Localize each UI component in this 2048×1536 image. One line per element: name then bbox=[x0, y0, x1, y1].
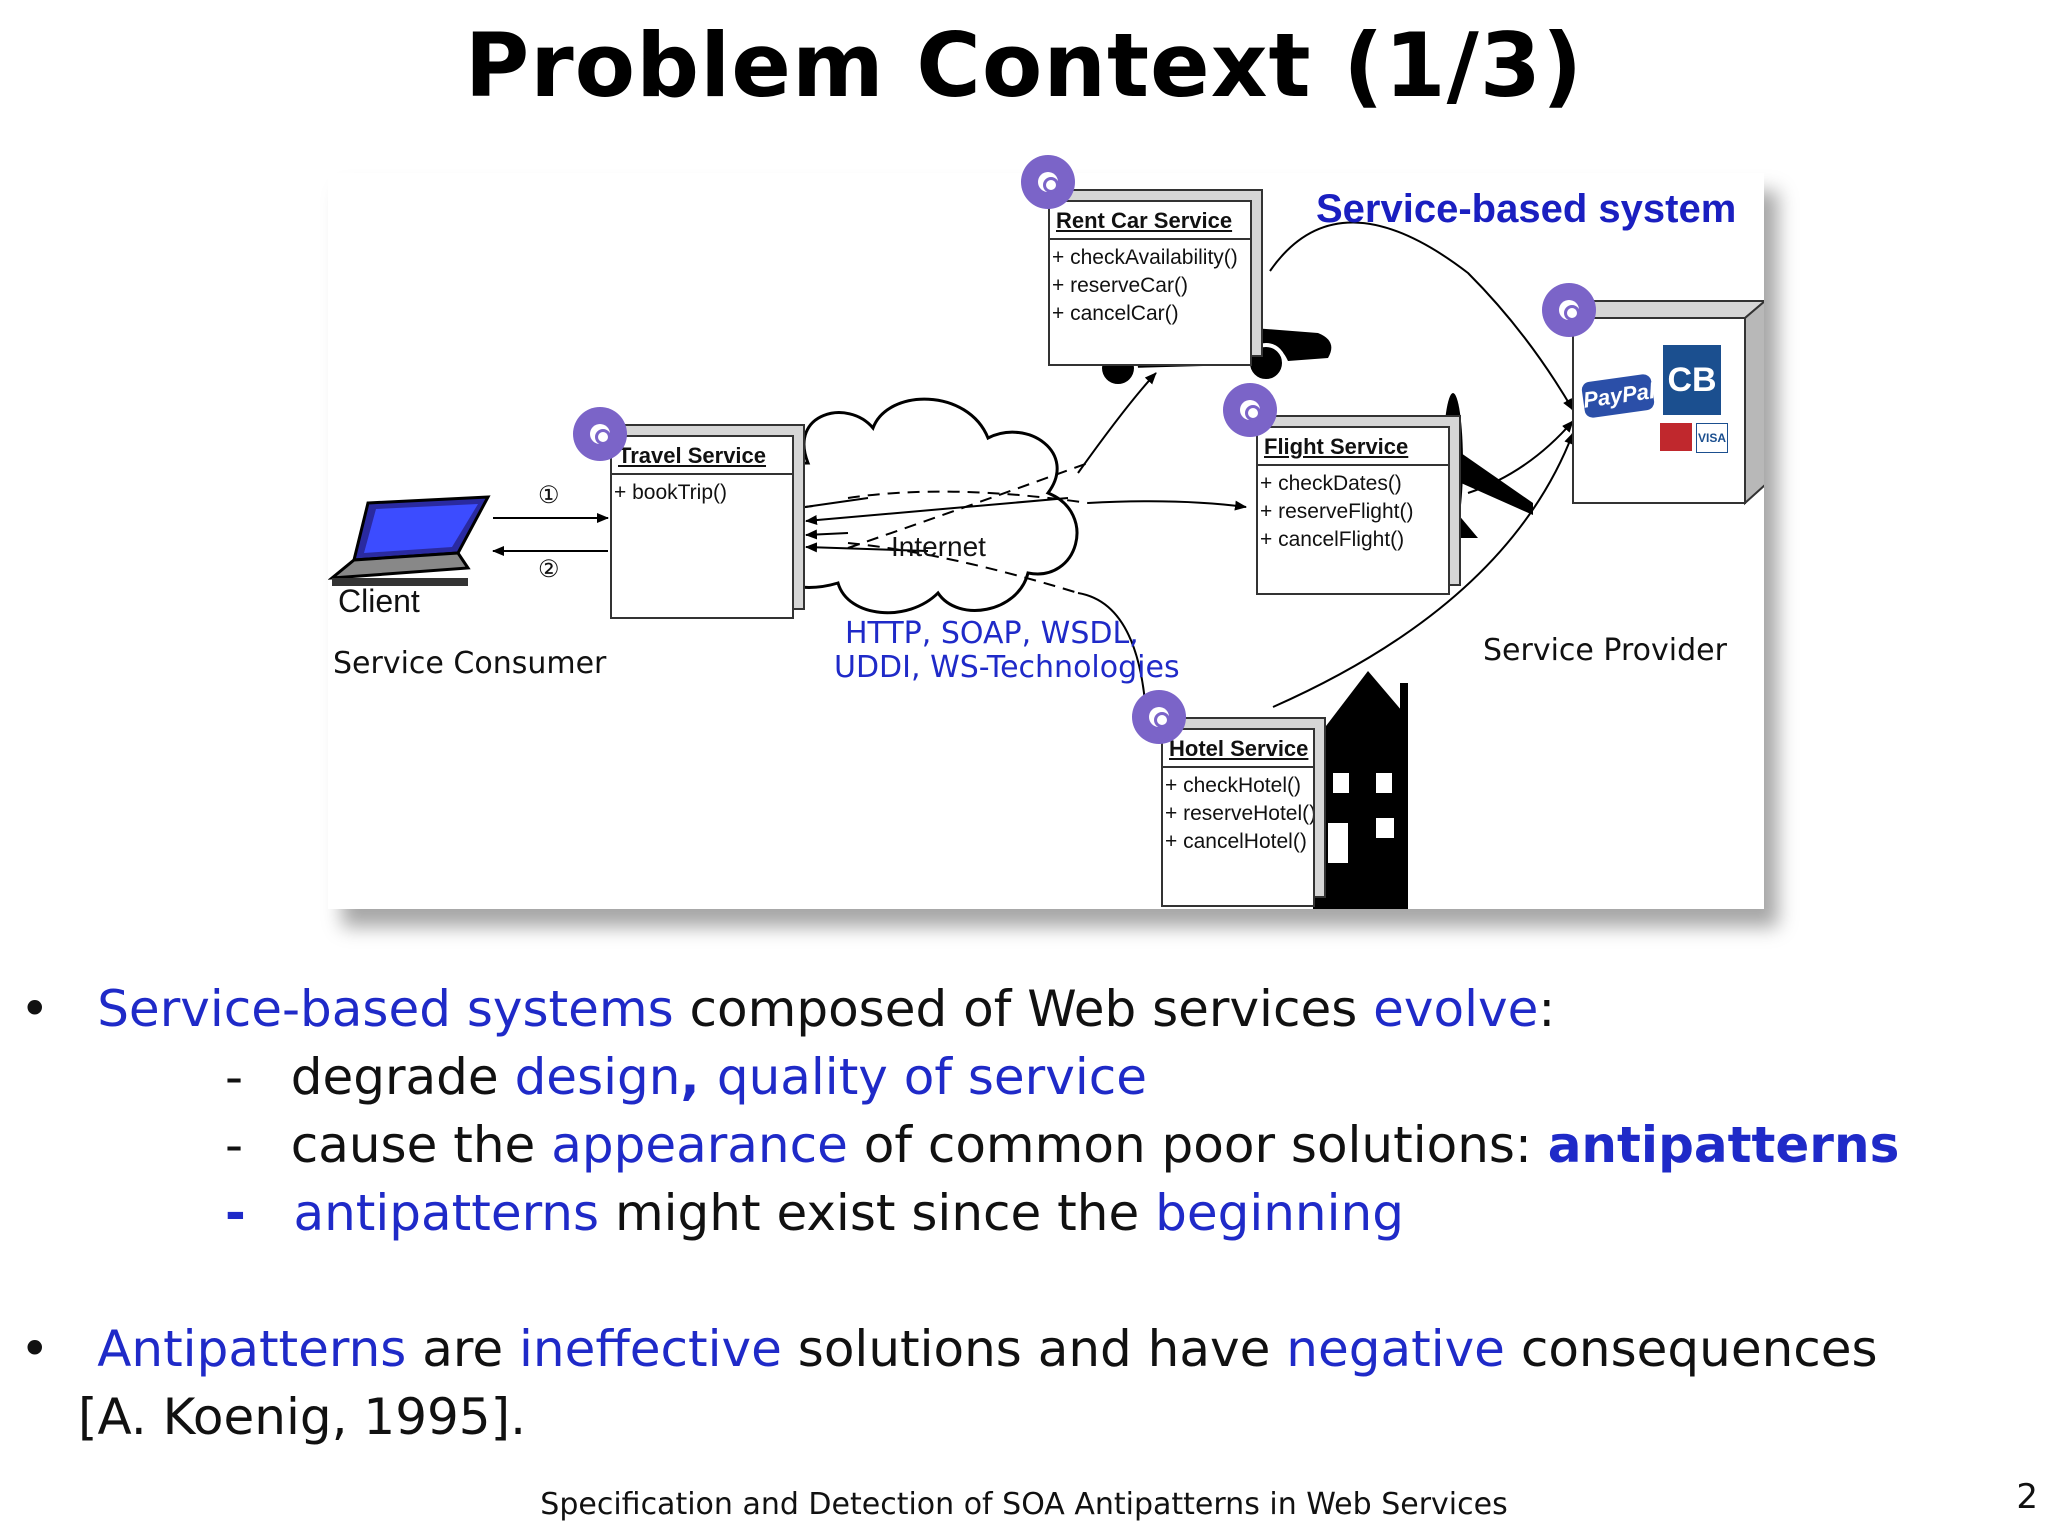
step-2-label: ② bbox=[538, 556, 560, 583]
dash-marker: - bbox=[225, 1048, 244, 1106]
gear-search-icon bbox=[1542, 283, 1596, 337]
sub-bullet-1-part: degrade bbox=[290, 1048, 515, 1106]
sub-bullet-1-part: , bbox=[680, 1048, 717, 1106]
sub-bullet-1-part: quality of service bbox=[716, 1048, 1147, 1106]
rentcar-service-box: Rent Car Service + checkAvailability() +… bbox=[1048, 200, 1252, 366]
diagram-connections bbox=[328, 221, 1764, 909]
client-label: Client bbox=[338, 583, 420, 619]
travel-service-title: Travel Service bbox=[612, 437, 792, 475]
op-cancelflight: + cancelFlight() bbox=[1260, 528, 1405, 551]
protocols-line1: HTTP, SOAP, WSDL, bbox=[845, 616, 1139, 651]
provider-label: Service Provider bbox=[1483, 633, 1727, 668]
op-reservecar: + reserveCar() bbox=[1052, 274, 1188, 297]
op-cancelhotel: + cancelHotel() bbox=[1165, 830, 1307, 853]
hotel-service-title: Hotel Service bbox=[1163, 730, 1313, 768]
bullet-2-part: solutions and have bbox=[781, 1320, 1287, 1378]
bullet-2-part: ineffective bbox=[519, 1320, 782, 1378]
dash-marker: - bbox=[225, 1116, 244, 1174]
system-label: Service-based system bbox=[1316, 187, 1737, 231]
bullet-1-part: evolve bbox=[1373, 980, 1539, 1038]
bullet-marker: • bbox=[20, 980, 50, 1038]
sub-bullet-3-part: might exist since the bbox=[599, 1184, 1156, 1242]
internet-label: Internet bbox=[891, 531, 986, 562]
sub-bullet-1: - degrade design, quality of service bbox=[225, 1043, 1147, 1111]
bullet-2: • Antipatterns are ineffective solutions… bbox=[20, 1315, 1878, 1383]
house-icon bbox=[1313, 671, 1408, 909]
sub-bullet-1-part: design bbox=[514, 1048, 681, 1106]
sub-bullet-2-part: cause the bbox=[290, 1116, 552, 1174]
sub-bullet-2: - cause the appearance of common poor so… bbox=[225, 1111, 1899, 1179]
arrow-to-travel bbox=[805, 497, 1069, 526]
bullet-1-part: Service-based systems bbox=[97, 980, 674, 1038]
sub-bullet-3-part: beginning bbox=[1155, 1184, 1404, 1242]
bullet-marker: • bbox=[20, 1320, 50, 1378]
gear-search-icon bbox=[573, 407, 627, 461]
flight-service-box: Flight Service + checkDates() + reserveF… bbox=[1256, 426, 1450, 595]
bullet-1-part: composed of Web services bbox=[673, 980, 1374, 1038]
bullet-2-part: consequences bbox=[1504, 1320, 1878, 1378]
visa-logo: VISA bbox=[1696, 423, 1728, 453]
page-number: 2 bbox=[2016, 1477, 2038, 1517]
bullet-2-part: negative bbox=[1286, 1320, 1505, 1378]
step-1-label: ① bbox=[538, 482, 560, 509]
sub-bullet-3-part: antipatterns bbox=[293, 1184, 600, 1242]
soa-diagram: Travel Service + bookTrip() Rent Car Ser… bbox=[328, 155, 1764, 909]
laptop-icon bbox=[328, 495, 491, 586]
arrow-to-flight bbox=[1087, 500, 1247, 511]
bullet-1-part: : bbox=[1538, 980, 1556, 1038]
flight-service-title: Flight Service bbox=[1258, 428, 1448, 466]
gear-search-icon bbox=[1021, 155, 1075, 209]
op-cancelcar: + cancelCar() bbox=[1052, 302, 1179, 325]
protocols-line2: UDDI, WS-Technologies bbox=[834, 650, 1180, 685]
arrow-to-rentcar bbox=[1077, 372, 1157, 474]
sub-bullet-2-part: of common poor solutions: bbox=[847, 1116, 1548, 1174]
slide-footer: Specification and Detection of SOA Antip… bbox=[540, 1487, 1508, 1522]
slide-title: Problem Context (1/3) bbox=[464, 14, 1584, 117]
op-checkavailability: + checkAvailability() bbox=[1052, 246, 1238, 269]
bullet-1: • Service-based systems composed of Web … bbox=[20, 975, 1555, 1043]
rentcar-service-title: Rent Car Service bbox=[1050, 202, 1250, 240]
cb-card-logo: CB bbox=[1663, 345, 1721, 415]
op-checkhotel: + checkHotel() bbox=[1165, 774, 1301, 797]
hotel-to-provider bbox=[1272, 432, 1574, 708]
rentcar-to-provider bbox=[1269, 221, 1574, 411]
bullet-2-part: are bbox=[406, 1320, 519, 1378]
bullet-2-part: Antipatterns bbox=[97, 1320, 407, 1378]
gear-search-icon bbox=[1132, 690, 1186, 744]
op-checkdates: + checkDates() bbox=[1260, 472, 1402, 495]
travel-service-box: Travel Service + bookTrip() bbox=[610, 435, 794, 619]
sub-bullet-2-part: antipatterns bbox=[1547, 1116, 1900, 1174]
arrow-to-hotel bbox=[1077, 592, 1151, 714]
op-booktrip: + bookTrip() bbox=[614, 481, 728, 504]
dash-marker: - bbox=[225, 1184, 246, 1242]
sub-bullet-2-part: appearance bbox=[551, 1116, 848, 1174]
mastercard-logo bbox=[1660, 423, 1692, 451]
consumer-label: Service Consumer bbox=[333, 646, 607, 681]
sub-bullet-3: - antipatterns might exist since the beg… bbox=[225, 1179, 1404, 1247]
hotel-service-box: Hotel Service + checkHotel() + reserveHo… bbox=[1161, 728, 1315, 907]
op-reservehotel: + reserveHotel() bbox=[1165, 802, 1313, 825]
internet-cloud bbox=[745, 397, 1079, 615]
gear-search-icon bbox=[1223, 383, 1277, 437]
bullet-2-citation: [A. Koenig, 1995]. bbox=[78, 1388, 527, 1446]
op-reserveflight: + reserveFlight() bbox=[1260, 500, 1414, 523]
